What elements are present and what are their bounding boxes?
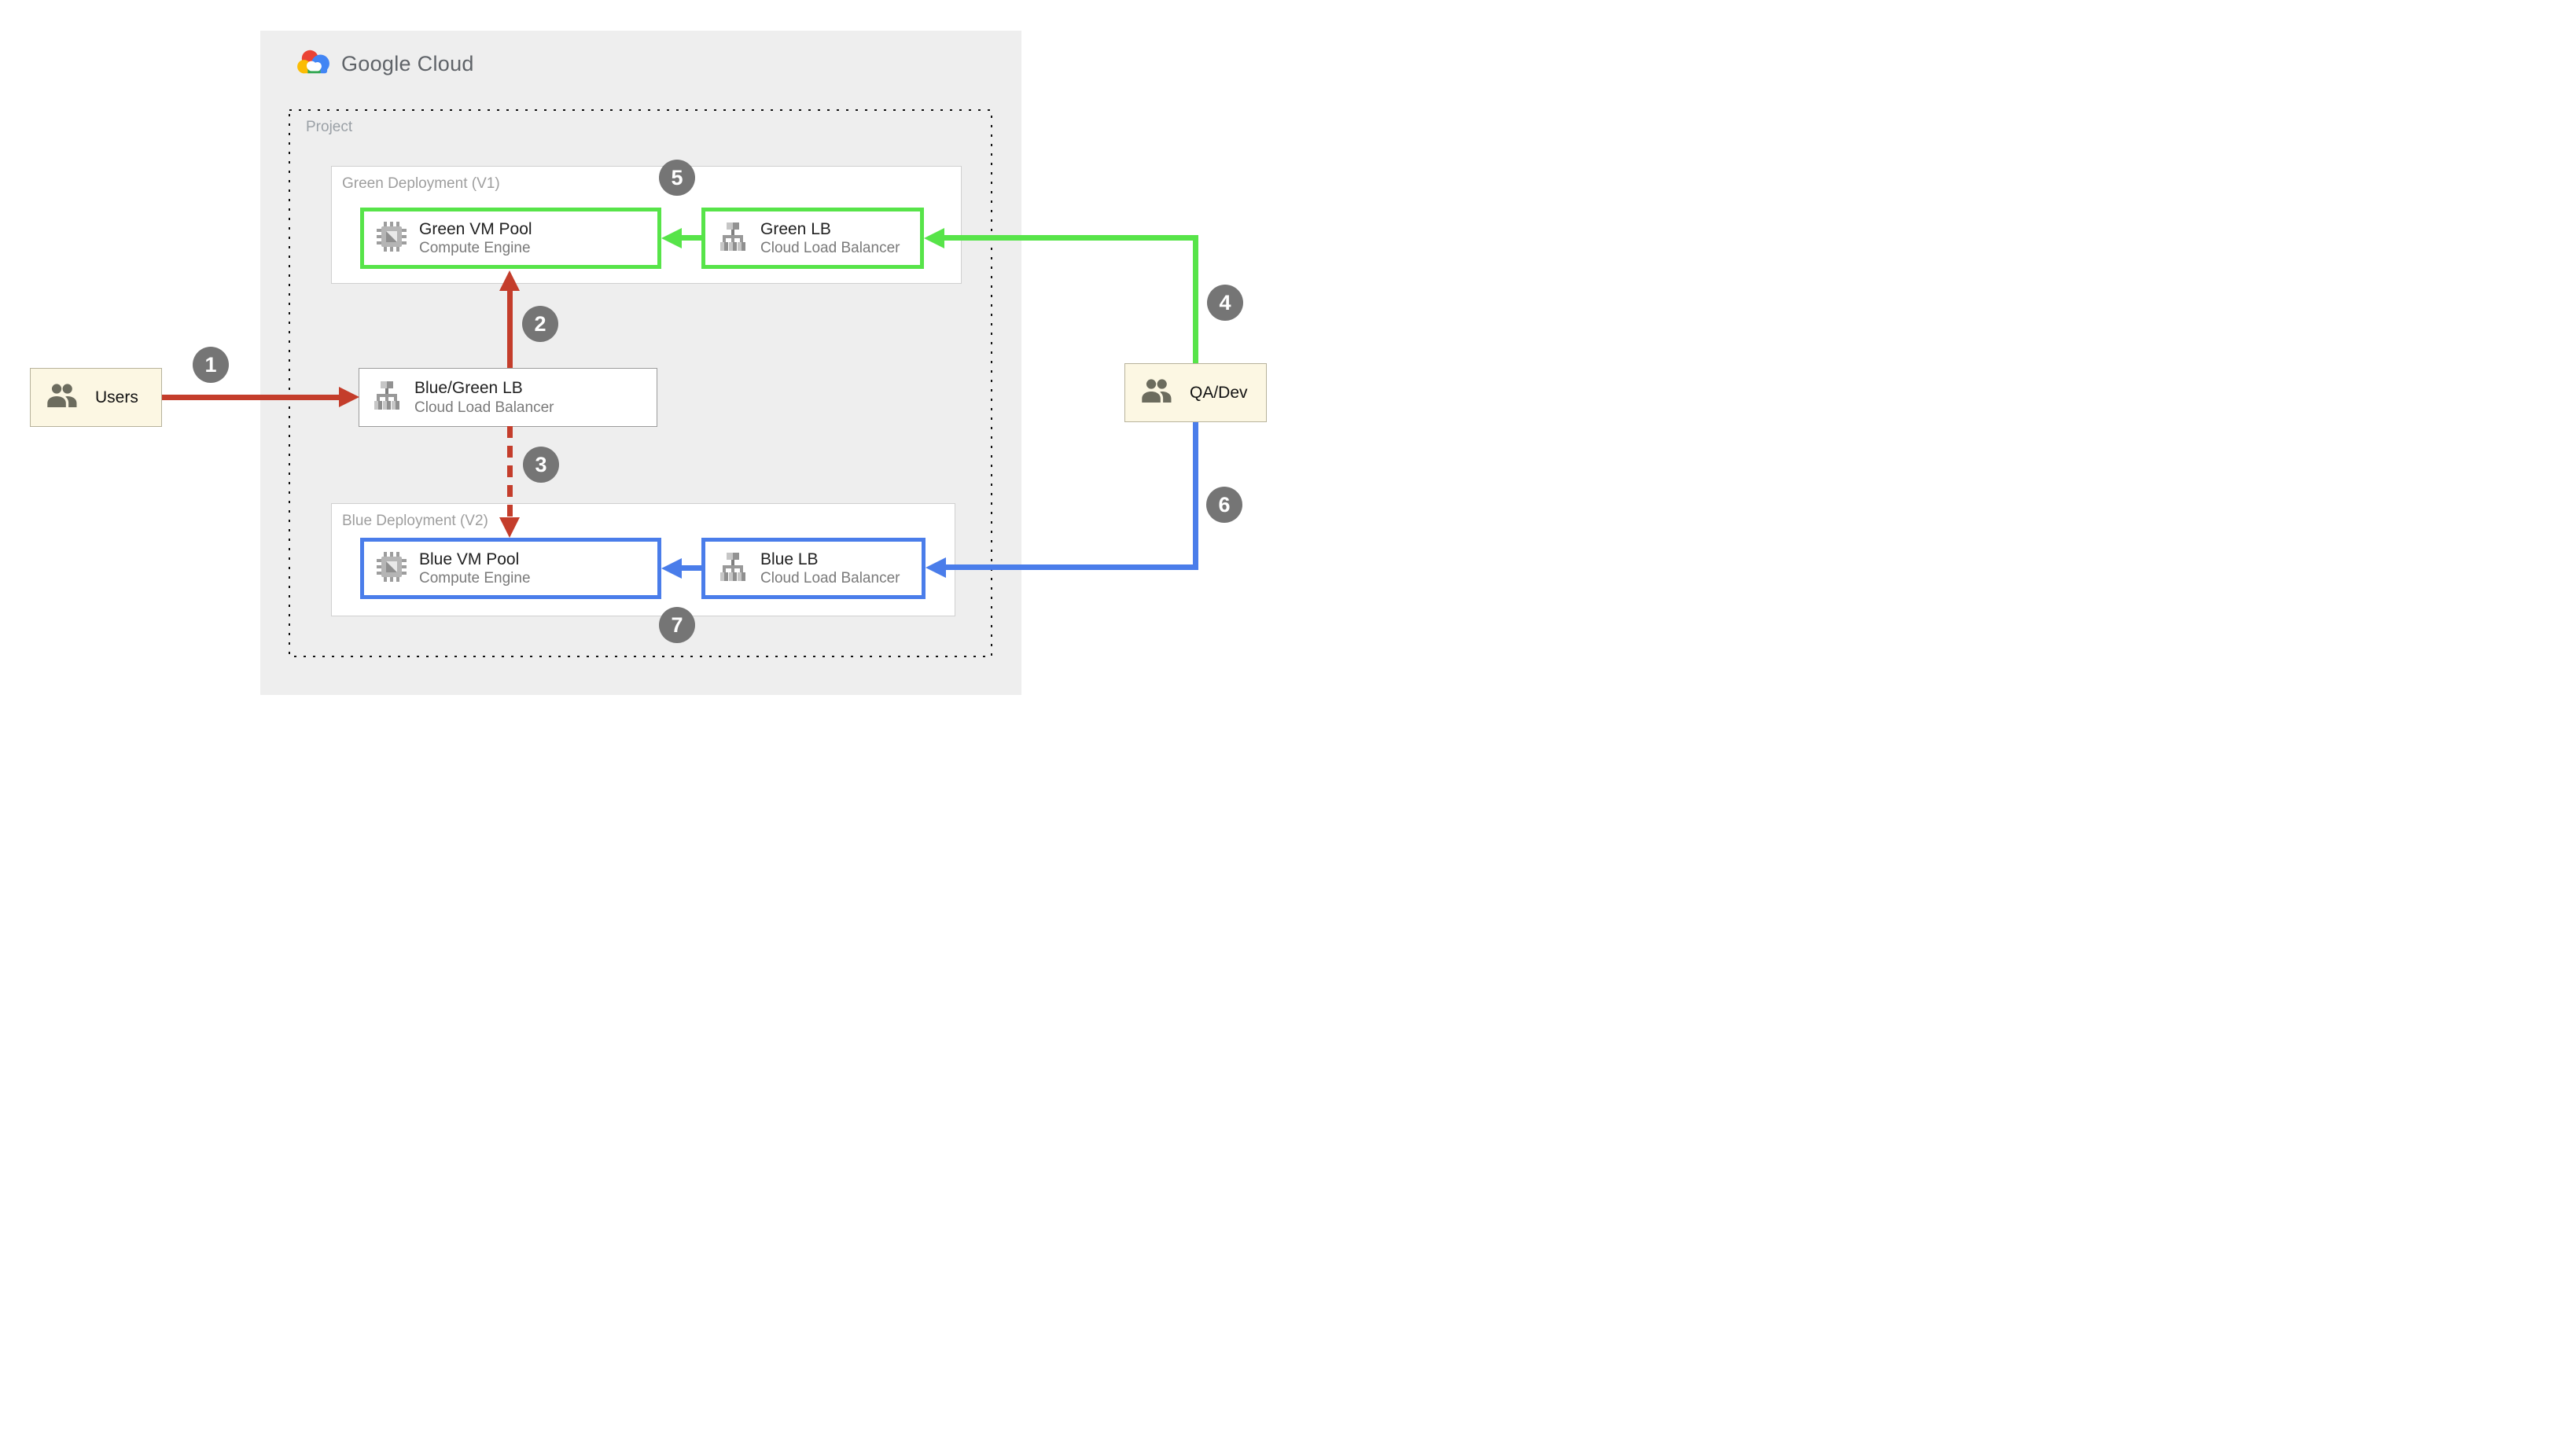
step-badge-5: 5 — [659, 160, 695, 196]
arrow-greenlb-to-greenvm-line — [681, 235, 701, 241]
compute-engine-icon — [376, 551, 407, 586]
green-lb-node: Green LB Cloud Load Balancer — [701, 208, 924, 269]
arrow-bluelb-to-bluevm-head — [661, 558, 682, 579]
blue-lb-title: Blue LB — [760, 550, 819, 568]
google-cloud-logo-text: Google Cloud — [341, 52, 474, 75]
users-icon — [1141, 378, 1176, 407]
users-icon — [46, 383, 81, 412]
step-badge-1: 1 — [193, 347, 229, 383]
project-label: Project — [306, 119, 353, 135]
arrow-qadev-to-greenlb-head — [924, 228, 944, 248]
blue-lb-node: Blue LB Cloud Load Balancer — [701, 538, 926, 599]
load-balancer-icon — [717, 221, 749, 256]
green-vm-pool-title: Green VM Pool — [419, 219, 532, 238]
blue-green-lb-node: Blue/Green LB Cloud Load Balancer — [359, 368, 657, 427]
green-lb-subtitle: Cloud Load Balancer — [760, 240, 900, 257]
compute-engine-icon — [376, 221, 407, 256]
green-lb-title: Green LB — [760, 219, 831, 238]
blue-lb-subtitle: Cloud Load Balancer — [760, 570, 900, 587]
step-badge-2: 2 — [522, 306, 558, 342]
step-badge-4: 4 — [1207, 285, 1243, 321]
qa-dev-label: QA/Dev — [1190, 383, 1248, 402]
load-balancer-icon — [371, 380, 403, 415]
arrow-bglb-to-greenvm-head — [499, 270, 520, 291]
step-badge-6: 6 — [1206, 487, 1242, 523]
blue-vm-pool-subtitle: Compute Engine — [419, 570, 531, 587]
arrow-bglb-to-greenvm-line — [507, 291, 513, 368]
arrow-greenlb-to-greenvm-head — [661, 228, 682, 248]
load-balancer-icon — [717, 551, 749, 586]
arrow-bglb-to-bluevm-head — [499, 517, 520, 538]
green-vm-pool-subtitle: Compute Engine — [419, 240, 531, 257]
arrow-bluelb-to-bluevm-line — [681, 565, 701, 571]
google-cloud-logo: Google Cloud — [296, 47, 474, 81]
blue-green-lb-title: Blue/Green LB — [414, 379, 523, 398]
blue-vm-pool-title: Blue VM Pool — [419, 550, 520, 568]
diagram-canvas: Google Cloud Project Green Deployment (V… — [0, 0, 1288, 717]
blue-deployment-label: Blue Deployment (V2) — [342, 513, 488, 529]
google-cloud-logo-icon — [296, 47, 332, 81]
arrow-qadev-to-greenlb-vline — [1193, 235, 1198, 363]
arrow-qadev-to-bluelb-vline — [1193, 422, 1198, 570]
arrow-users-to-bglb-line — [162, 395, 339, 400]
arrow-bglb-to-bluevm-dashed-line — [507, 426, 513, 519]
step-badge-3: 3 — [523, 447, 559, 483]
arrow-qadev-to-greenlb-hline — [943, 235, 1198, 241]
green-vm-pool-node: Green VM Pool Compute Engine — [360, 208, 661, 269]
project-boundary — [289, 109, 992, 661]
blue-vm-pool-node: Blue VM Pool Compute Engine — [360, 538, 661, 599]
step-badge-7: 7 — [659, 607, 695, 643]
qa-dev-actor: QA/Dev — [1124, 363, 1267, 422]
users-label: Users — [95, 388, 138, 406]
arrow-qadev-to-bluelb-hline — [944, 564, 1198, 570]
green-deployment-label: Green Deployment (V1) — [342, 175, 500, 192]
blue-green-lb-subtitle: Cloud Load Balancer — [414, 399, 554, 416]
arrow-users-to-bglb-head — [339, 387, 359, 407]
users-actor: Users — [30, 368, 162, 427]
arrow-qadev-to-bluelb-head — [926, 557, 946, 578]
